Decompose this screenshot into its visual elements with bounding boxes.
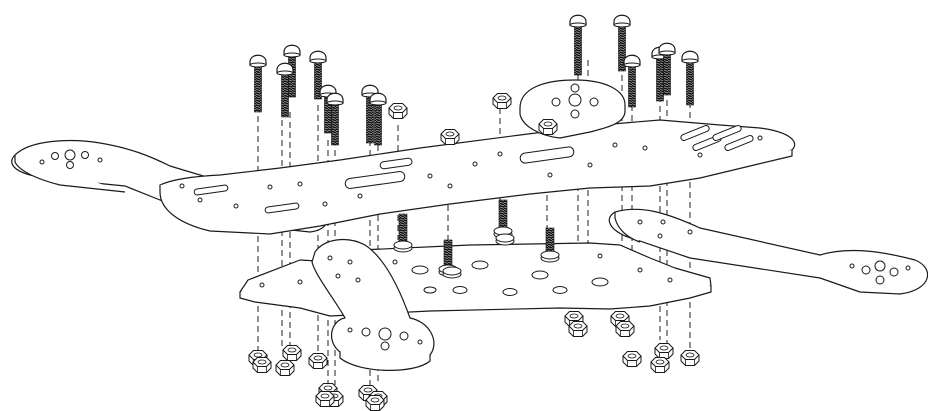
screw-6 — [326, 92, 344, 146]
screw-3 — [309, 50, 327, 100]
bottom-nut-11 — [568, 321, 588, 337]
bottom-nut-16 — [680, 350, 700, 366]
bottom-layer — [239, 208, 928, 371]
screw-10 — [613, 14, 631, 72]
bottom-nut-19 — [365, 395, 385, 411]
top-plate — [159, 119, 796, 235]
arm-right — [608, 208, 928, 295]
bottom-nut-4 — [308, 353, 328, 369]
bottom-nut-17 — [252, 357, 272, 373]
top-nut-4 — [538, 119, 558, 135]
bottom-nut-18 — [315, 391, 335, 407]
standoff-5 — [495, 233, 515, 246]
standoff-6 — [442, 266, 462, 279]
standoff-1 — [393, 213, 413, 253]
bottom-nut-14 — [654, 343, 674, 359]
bottom-nut-2 — [282, 345, 302, 361]
screw-4 — [276, 62, 294, 118]
arm-front-left — [311, 238, 435, 371]
bottom-nut-3 — [275, 360, 295, 376]
screw-13 — [658, 42, 676, 96]
hardware-parts — [248, 14, 700, 411]
middle-layer — [11, 79, 796, 235]
bottom-nut-12 — [615, 321, 635, 337]
top-nut-2 — [492, 93, 512, 109]
bottom-nut-15 — [650, 357, 670, 373]
screw-11 — [623, 54, 641, 108]
top-nut-1 — [388, 103, 408, 119]
screw-14 — [681, 50, 699, 106]
screw-9 — [569, 14, 587, 76]
standoff-4 — [540, 227, 560, 263]
top-nut-3 — [440, 129, 460, 145]
standoff-3 — [493, 199, 513, 239]
bottom-plate — [239, 242, 712, 317]
screw-8 — [369, 92, 387, 146]
screw-2 — [283, 44, 301, 98]
bottom-nut-13 — [622, 351, 642, 367]
screw-1 — [249, 54, 267, 113]
